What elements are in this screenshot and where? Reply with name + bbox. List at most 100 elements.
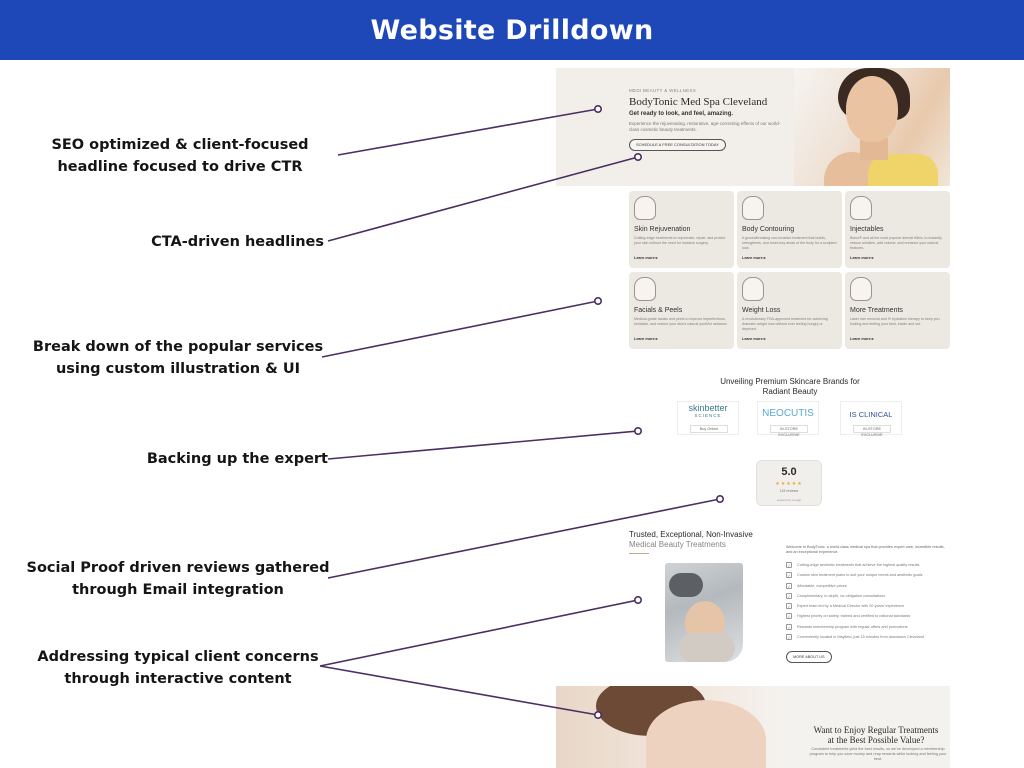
service-card-skin-rejuvenation[interactable]: Skin Rejuvenation Cutting-edge treatment… <box>629 191 734 268</box>
more-about-us-button[interactable]: MORE ABOUT US <box>786 651 832 663</box>
service-title: Facials & Peels <box>634 307 683 314</box>
service-card-more-treatments[interactable]: More Treatments Laser hair removal and I… <box>845 272 950 349</box>
check-icon: ✓ <box>786 592 792 599</box>
check-icon: ✓ <box>786 582 792 589</box>
check-icon: ✓ <box>786 613 792 620</box>
annotation-text: through interactive content <box>64 671 292 687</box>
list-item: ✓Cutting-edge aesthetic treatments that … <box>786 562 924 572</box>
learn-more-link[interactable]: Learn more ▸ <box>850 337 874 341</box>
hero-kicker: MEDI BEAUTY & WELLNESS <box>629 88 697 93</box>
service-desc: Laser hair removal and IV hydration ther… <box>850 317 940 326</box>
annotation-concerns: Addressing typical client concerns throu… <box>30 646 326 690</box>
trusted-heading: Trusted, Exceptional, Non-Invasive <box>629 530 753 539</box>
service-card-weight-loss[interactable]: Weight Loss A revolutionary FDA-approved… <box>737 272 842 349</box>
hero-body: Experience the rejuvenating, restorative… <box>629 121 781 132</box>
brand-card-neocutis[interactable]: NEOCUTIS IN-STORE EXCLUSIVE <box>757 401 819 437</box>
star-rating-icon: ★★★★★ <box>775 481 803 487</box>
learn-more-link[interactable]: Learn more ▸ <box>742 337 766 341</box>
in-store-exclusive-button[interactable]: IN-STORE EXCLUSIVE <box>770 425 808 437</box>
list-item: ✓ Rewards membership program with regular… <box>786 623 924 634</box>
brand-card-is-clinical[interactable]: IS CLINICAL IN-STORE EXCLUSIVE <box>840 401 902 437</box>
brand-logo: skinbetter SCIENCE <box>678 404 738 420</box>
list-item: ✓ Conveniently located in Mayfield, just … <box>786 634 924 644</box>
link-label: Learn more <box>634 337 655 341</box>
service-desc: Cutting-edge treatments to rejuvenate, r… <box>634 236 726 245</box>
list-item-text: Rewards membership program with regular … <box>797 624 908 629</box>
learn-more-link[interactable]: Learn more ▸ <box>850 256 874 260</box>
brand-logo: NEOCUTIS <box>762 408 814 419</box>
face-outline-icon <box>634 196 656 220</box>
relaxing-client-photo <box>556 686 786 768</box>
membership-heading: Want to Enjoy Regular Treatments at the … <box>806 725 946 745</box>
service-title: Injectables <box>850 226 884 233</box>
connector-dot <box>633 595 642 604</box>
annotation-text: SEO optimized & client-focused <box>51 137 309 153</box>
annotation-social: Social Proof driven reviews gathered thr… <box>22 557 334 601</box>
list-item-text: Conveniently located in Mayfield, just 1… <box>797 635 924 640</box>
brands-heading-line: Radiant Beauty <box>762 387 818 396</box>
check-icon: ✓ <box>786 562 792 568</box>
service-title: More Treatments <box>850 307 903 314</box>
review-count: 115 reviews <box>779 489 799 493</box>
page-title: Website Drilldown <box>370 14 654 46</box>
annotation-cta: CTA-driven headlines <box>100 231 324 253</box>
service-title: Weight Loss <box>742 307 781 314</box>
learn-more-link[interactable]: Learn more ▸ <box>634 337 658 341</box>
annotation-text: through Email integration <box>72 582 284 598</box>
membership-section: Want to Enjoy Regular Treatments at the … <box>556 686 950 768</box>
brand-logo-text: SCIENCE <box>694 413 722 418</box>
annotation-text: Addressing typical client concerns <box>37 649 319 665</box>
photo-shape <box>679 633 735 662</box>
buy-online-button[interactable]: Buy Online <box>690 425 728 433</box>
divider <box>629 553 649 554</box>
service-card-injectables[interactable]: Injectables Botox® and all the most popu… <box>845 191 950 268</box>
header-banner: Website Drilldown <box>0 0 1024 60</box>
annotation-text: using custom illustration & UI <box>55 361 301 377</box>
person-outline-icon <box>850 277 872 301</box>
syringe-outline-icon <box>850 196 872 220</box>
learn-more-link[interactable]: Learn more ▸ <box>742 256 766 260</box>
list-item: ✓Custom skin treatment plans to suit you… <box>786 572 924 582</box>
hero-model-photo <box>794 68 950 186</box>
service-title: Body Contouring <box>742 226 795 233</box>
trusted-subheading: Medical Beauty Treatments <box>629 540 726 549</box>
schedule-consultation-button[interactable]: SCHEDULE A FREE CONSULTATION TODAY <box>629 139 726 151</box>
service-desc: A groundbreaking non-invasive treatment … <box>742 236 837 250</box>
connector-dot <box>715 494 724 503</box>
benefits-list: ✓Cutting-edge aesthetic treatments that … <box>786 562 924 644</box>
service-desc: Botox® and all the most popular dermal f… <box>850 236 942 250</box>
link-label: Learn more <box>742 337 763 341</box>
list-item: ✓Expert team led by a Medical Director w… <box>786 603 924 613</box>
connector-line <box>319 599 639 667</box>
membership-body: Consistent treatments yield the best res… <box>809 747 947 761</box>
serum-bottle-icon <box>634 277 656 301</box>
list-item: ✓Complimentary, in-depth, no-obligation … <box>786 592 924 603</box>
hero-subtitle: Get ready to look, and feel, amazing. <box>629 111 734 117</box>
link-label: Learn more <box>634 256 655 260</box>
intro-paragraph: Welcome to BodyTonic, a world-class medi… <box>786 545 945 554</box>
connector-dot <box>593 296 602 305</box>
learn-more-link[interactable]: Learn more ▸ <box>634 256 658 260</box>
annotation-text: headline focused to drive CTR <box>57 159 303 175</box>
link-label: Learn more <box>742 256 763 260</box>
check-icon: ✓ <box>786 623 792 630</box>
check-icon: ✓ <box>786 634 792 641</box>
service-card-body-contouring[interactable]: Body Contouring A groundbreaking non-inv… <box>737 191 842 268</box>
connector-dot <box>633 426 642 435</box>
list-item: ✓ Highest priority on safety, trained and… <box>786 613 924 623</box>
service-card-facials-peels[interactable]: Facials & Peels Medical-grade facials an… <box>629 272 734 349</box>
review-source: powered by Google <box>776 498 802 502</box>
list-item-text: Highest priority on safety, trained and … <box>797 614 911 619</box>
check-icon: ✓ <box>786 603 792 610</box>
connector-line <box>321 300 599 358</box>
annotation-services: Break down of the popular services using… <box>26 336 330 380</box>
treatment-photo <box>665 563 743 662</box>
in-store-exclusive-button[interactable]: IN-STORE EXCLUSIVE <box>853 425 891 437</box>
brand-card-skinbetter[interactable]: skinbetter SCIENCE Buy Online <box>677 401 739 435</box>
brands-heading: Unveiling Premium Skincare Brands for Ra… <box>700 377 880 397</box>
review-rating-card[interactable]: 5.0 ★★★★★ 115 reviews powered by Google <box>756 460 822 506</box>
photo-shape <box>669 573 703 597</box>
brands-heading-line: Unveiling Premium Skincare Brands for <box>720 377 860 386</box>
list-item: ✓Affordable, competitive prices <box>786 582 924 593</box>
membership-heading-line: at the Best Possible Value? <box>827 735 925 745</box>
